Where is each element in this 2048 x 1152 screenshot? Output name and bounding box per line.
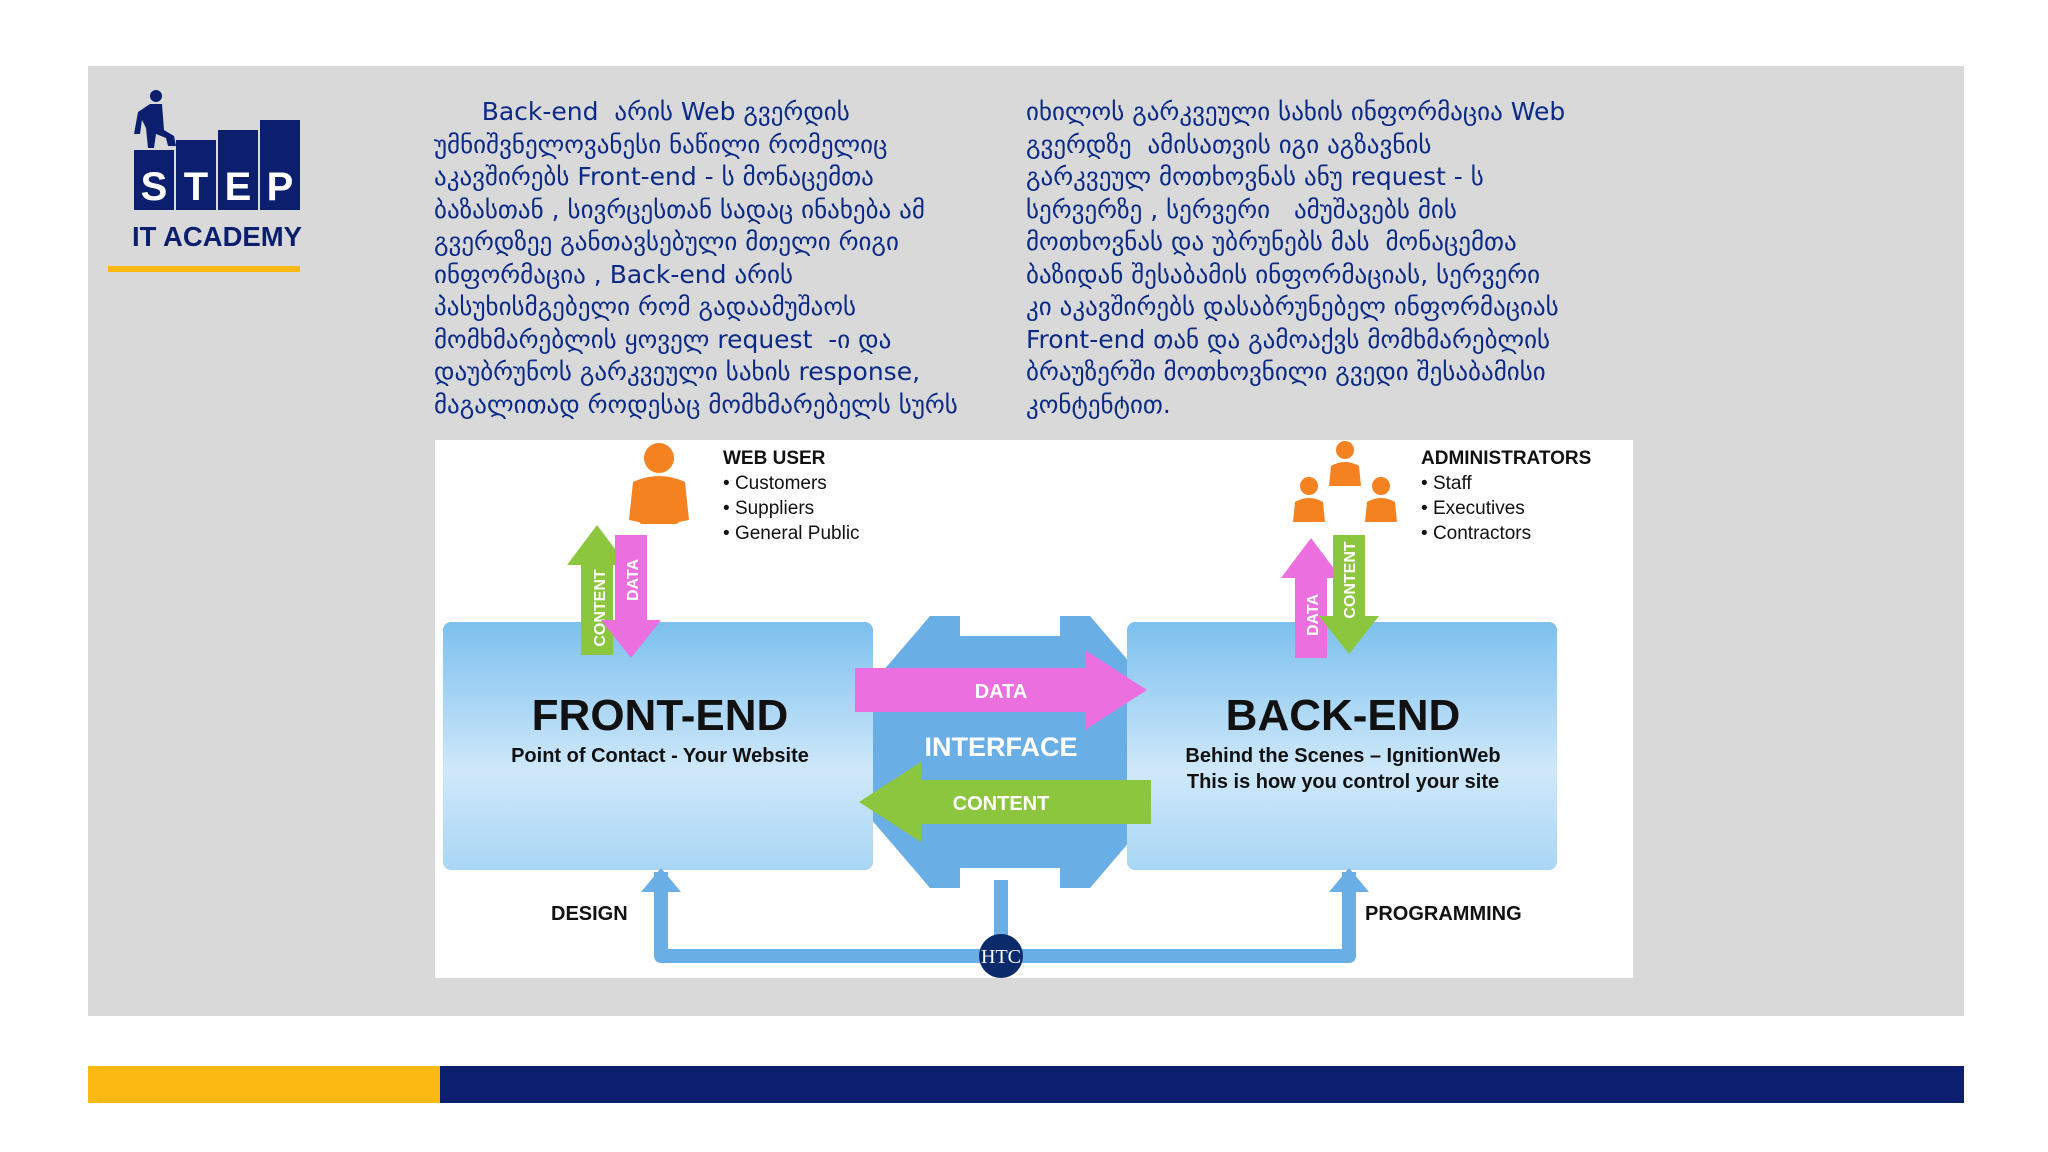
right-data-label: DATA <box>1305 594 1322 637</box>
step-it-academy-logo: S T E P IT ACADEMY <box>108 90 302 272</box>
front-end-box <box>443 622 873 870</box>
back-end-title: BACK-END <box>1226 691 1461 740</box>
programming-label: PROGRAMMING <box>1365 903 1522 925</box>
paragraph-line: ინფორმაცია , Back-end არის <box>434 259 794 289</box>
web-user-title: WEB USER <box>723 448 826 469</box>
paragraph-line: გვერდზეე განთავსებული მთელი რიგი <box>434 227 899 256</box>
left-data-down-arrow <box>601 535 661 658</box>
paragraph-line: მაგალითად როდესაც მომხმარებელს სურს <box>434 389 958 419</box>
left-content-label: CONTENT <box>592 569 609 647</box>
web-user-item: • Suppliers <box>723 498 814 519</box>
paragraph-line: გარკვეულ მოთხოვნას ანუ request - ს <box>1026 162 1484 191</box>
front-end-title: FRONT-END <box>532 691 789 740</box>
step-block <box>134 150 174 210</box>
left-data-label: DATA <box>625 559 642 602</box>
back-end-subtitle-1: Behind the Scenes – IgnitionWeb <box>1185 745 1500 767</box>
paragraph-line: იხილოს გარკვეული სახის ინფორმაცია Web <box>1026 97 1566 126</box>
interface-label: INTERFACE <box>924 732 1077 762</box>
logo-underline <box>108 266 300 272</box>
paragraph-line: ბაზიდან შესაბამის ინფორმაციას, სერვერი <box>1026 259 1541 289</box>
data-arrow-label: DATA <box>975 681 1028 703</box>
climber-icon <box>134 90 176 148</box>
administrators-item: • Executives <box>1421 498 1525 519</box>
paragraph-line: ბრაუზერში მოთხოვნილი გვედი შესაბამისი <box>1026 357 1546 386</box>
logo-letter: T <box>184 165 208 209</box>
paragraph-line: კი აკავშირებს დასაბრუნებელ ინფორმაციას <box>1026 292 1559 321</box>
back-end-subtitle-2: This is how you control your site <box>1187 771 1499 793</box>
web-user-icon <box>629 443 689 524</box>
design-arrow-head <box>641 868 681 892</box>
paragraph-line: უმნიშვნელოვანესი ნაწილი რომელიც <box>434 129 888 159</box>
data-arrow <box>855 650 1147 730</box>
administrators-item: • Staff <box>1421 473 1472 494</box>
paragraph-line: აკავშირებს Front-end - ს მონაცემთა <box>434 162 874 191</box>
paragraph-line: სერვერზე , სერვერი ამუშავებს მის <box>1026 194 1457 224</box>
administrators-title: ADMINISTRATORS <box>1421 448 1591 469</box>
content-arrow <box>859 762 1151 842</box>
step-block <box>176 140 216 210</box>
logo-letter: S <box>141 165 168 209</box>
back-end-box <box>1127 622 1557 870</box>
paragraph-column-right: იხილოს გარკვეული სახის ინფორმაცია Web გვე… <box>1026 96 1626 421</box>
content-arrow-label: CONTENT <box>953 793 1050 815</box>
right-content-down-arrow <box>1319 535 1379 654</box>
programming-arrow-head <box>1329 868 1369 892</box>
paragraph-line: პასუხისმგებელი რომ გადაამუშაოს <box>434 292 857 321</box>
footer-bar-navy <box>440 1066 1964 1103</box>
design-label: DESIGN <box>551 903 628 925</box>
front-end-subtitle: Point of Contact - Your Website <box>511 745 809 767</box>
logo-letter: P <box>267 165 294 209</box>
paragraph-column-left: Back-end არის Web გვერდის უმნიშვნელოვანეს… <box>434 96 1026 421</box>
paragraph-line: კონტენტით. <box>1026 389 1171 419</box>
paragraph-line: ბაზასთან , სივრცესთან სადაც ინახება ამ <box>434 194 925 224</box>
right-data-up-arrow <box>1281 538 1341 658</box>
footer-bar-yellow <box>88 1066 440 1103</box>
web-user-item: • Customers <box>723 473 827 494</box>
frontend-backend-diagram: DATA INTERFACE CONTENT FRONT-END Point o… <box>435 440 1633 978</box>
step-block <box>260 120 300 210</box>
paragraph-line: მომხმარებლის ყოველ request -ი და <box>434 324 892 354</box>
step-block <box>218 130 258 210</box>
administrators-icon <box>1293 441 1397 522</box>
paragraph-line: გვერდზე ამისათვის იგი აგზავნის <box>1026 129 1432 159</box>
right-content-label: CONTENT <box>1342 541 1359 619</box>
paragraph-line: დაუბრუნოს გარკვეული სახის response, <box>434 357 921 386</box>
paragraph-line: მოთხოვნას და უბრუნებს მას მონაცემთა <box>1026 227 1517 256</box>
paragraph-line: Back-end არის Web გვერდის <box>434 97 850 126</box>
htc-badge <box>979 934 1023 978</box>
htc-badge-label: HTC <box>981 946 1021 968</box>
web-user-item: • General Public <box>723 523 860 544</box>
administrators-item: • Contractors <box>1421 523 1531 544</box>
paragraph-line: Front-end თან და გამოაქვს მომხმარებლის <box>1026 324 1551 354</box>
logo-subtitle: IT ACADEMY <box>132 221 302 252</box>
logo-letter: E <box>225 165 252 209</box>
